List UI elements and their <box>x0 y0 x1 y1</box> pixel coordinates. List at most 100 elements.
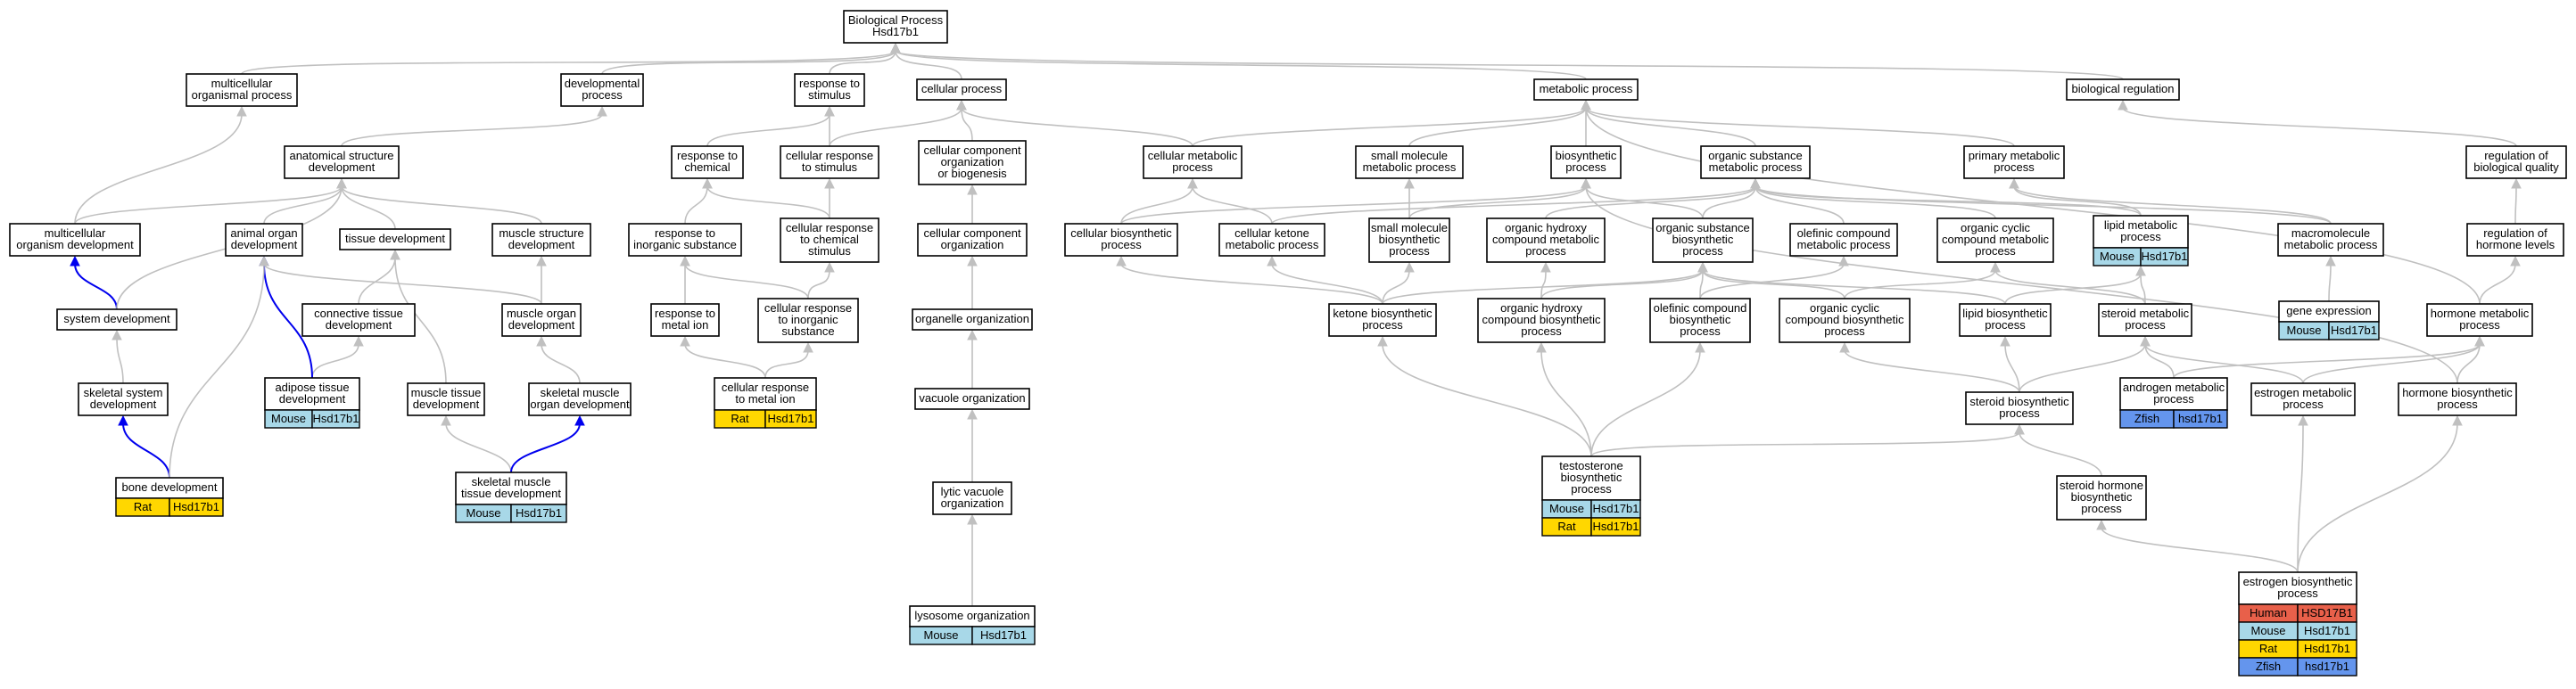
edge-metabolic_process-to-bp <box>895 50 1587 80</box>
edge-hormone_metabolic-to-metabolic_process <box>1585 107 2481 305</box>
edge-organic_hydroxy_biosynthetic-to-organic_hydroxy_metabolic <box>1540 269 1547 299</box>
arrowhead-estrogen_metabolic-to-steroid_metabolic <box>2140 335 2151 347</box>
term-box <box>794 73 865 107</box>
term-box <box>2466 223 2564 257</box>
gene-cell <box>2173 409 2228 429</box>
term-box <box>918 140 1027 185</box>
term-node-cellular_process[interactable]: cellular process <box>916 78 1007 101</box>
term-box <box>2398 382 2517 416</box>
gene-cell <box>971 626 1036 645</box>
edge-biological_regulation-to-bp <box>895 50 2124 80</box>
arrowhead-skeletal_muscle_organ_dev-to-muscle_organ_dev <box>536 335 547 347</box>
term-node-biological_regulation[interactable]: biological regulation <box>2066 78 2180 101</box>
term-box <box>780 145 879 179</box>
arrowhead-ketone_biosynthetic-to-cellular_biosynthetic <box>1116 255 1127 267</box>
term-node-tissue_dev[interactable]: tissue development <box>339 228 451 250</box>
edge-testosterone_biosynthetic-to-ketone_biosynthetic <box>1382 343 1592 457</box>
term-box <box>780 217 879 263</box>
edge-steroid_hormone_biosynthetic-to-steroid_biosynthetic <box>2019 431 2102 477</box>
term-box <box>1550 145 1622 179</box>
term-node-vacuole_org[interactable]: vacuole organization <box>914 388 1030 410</box>
term-node-organelle_org[interactable]: organelle organization <box>912 308 1033 331</box>
term-node-system_dev[interactable]: system development <box>56 308 178 331</box>
term-box <box>2465 145 2567 179</box>
term-node-metabolic_process[interactable]: metabolic process <box>1533 78 1639 101</box>
term-box <box>914 388 1030 410</box>
term-label: bone development <box>122 480 218 494</box>
arrowhead-macromolecule_metabolic-to-primary_metabolic <box>2009 177 2019 189</box>
edge-muscle_organ_dev-to-animal_organ_dev <box>263 263 542 305</box>
edge-connective_tissue_dev-to-tissue_dev <box>358 257 396 305</box>
arrowhead-cellular_metabolic-to-cellular_process <box>956 99 967 111</box>
term-box <box>56 308 178 331</box>
term-label: organelle organization <box>915 312 1029 325</box>
